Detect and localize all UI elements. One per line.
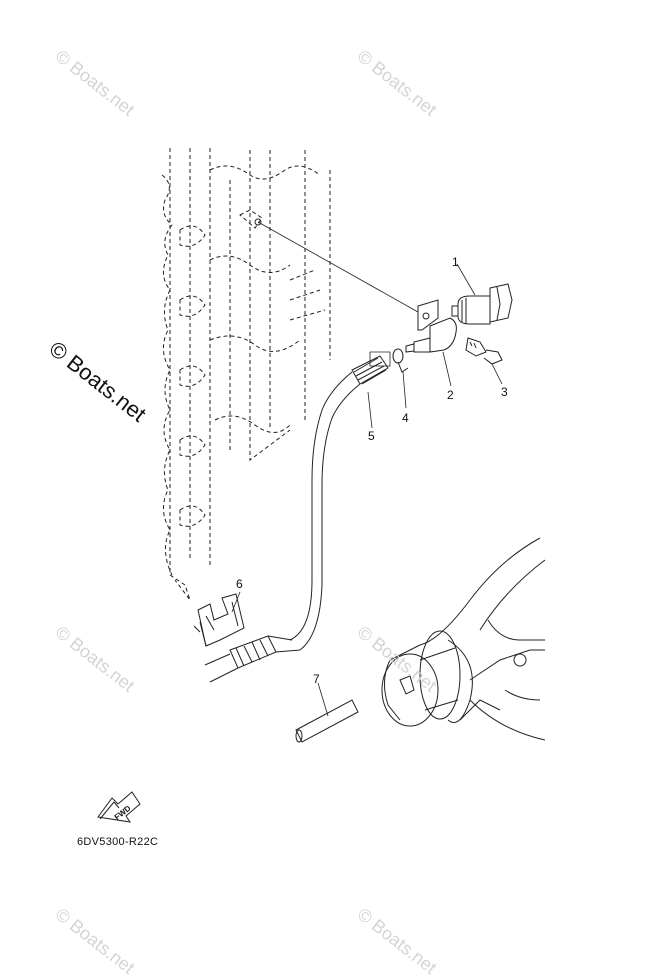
holder-clip-part-6 — [193, 593, 245, 647]
callout-7: 7 — [313, 672, 320, 686]
callout-5: 5 — [368, 429, 375, 443]
callout-6: 6 — [236, 577, 243, 591]
leader-line — [257, 221, 419, 313]
diagram-code: 6DV5300-R22C — [77, 836, 159, 848]
engine-block — [161, 148, 331, 601]
callout-3: 3 — [501, 385, 508, 399]
callout-1: 1 — [452, 255, 459, 269]
fwd-label: FWD — [113, 804, 133, 822]
bolt-part-3 — [465, 337, 503, 365]
clip-part-4 — [392, 348, 409, 373]
sensor-part-1 — [451, 283, 513, 325]
lower-unit-housing — [381, 537, 546, 741]
parts-diagram: FWD — [97, 148, 546, 823]
callout-4: 4 — [402, 411, 409, 425]
fwd-arrow — [97, 791, 141, 823]
hose-lower-end — [204, 635, 301, 683]
holder-part-2 — [405, 299, 457, 353]
hose-part-5 — [289, 351, 391, 651]
callout-2: 2 — [447, 388, 454, 402]
pin-part-7 — [295, 699, 359, 743]
